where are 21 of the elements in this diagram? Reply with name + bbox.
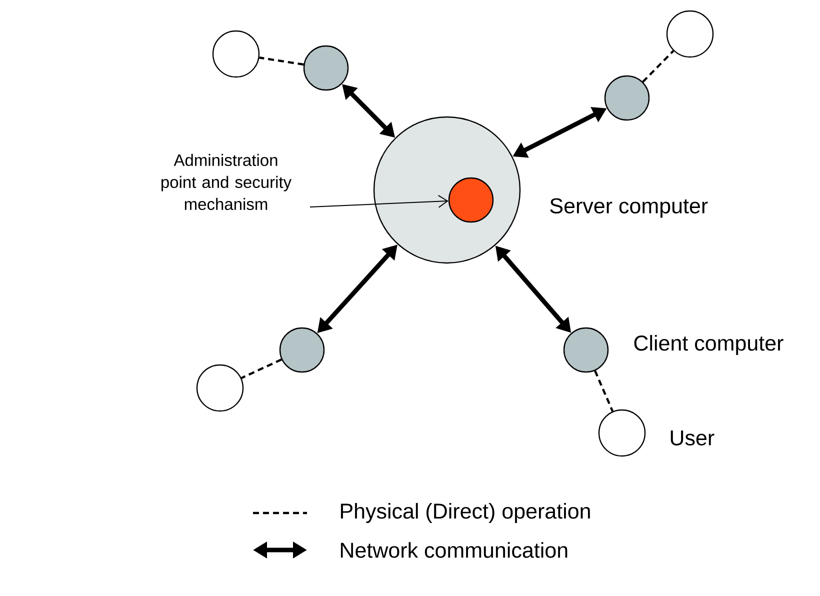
client-circle: [279, 327, 325, 373]
user-circle: [212, 30, 260, 78]
legend-text: Physical (Direct) operation: [340, 502, 590, 524]
server-circle: [373, 116, 521, 264]
node-label: User: [670, 430, 714, 446]
client-circle: [563, 327, 609, 373]
dashed-line: [259, 56, 304, 66]
leader-line: [310, 194, 448, 208]
node-label: Client computer: [634, 334, 784, 356]
legend-text: Network communication: [340, 542, 568, 558]
node-label: Server computer: [550, 198, 708, 218]
user-circle: [666, 10, 714, 58]
dashed-line: [240, 358, 282, 380]
admin-point-circle: [448, 177, 494, 223]
callout-text: Administration point and security mechanism: [162, 154, 292, 210]
client-circle: [303, 45, 349, 91]
user-circle: [196, 364, 244, 412]
dashed-line: [642, 50, 674, 83]
user-circle: [598, 409, 646, 457]
client-circle: [604, 75, 650, 121]
dashed-line: [594, 370, 614, 412]
